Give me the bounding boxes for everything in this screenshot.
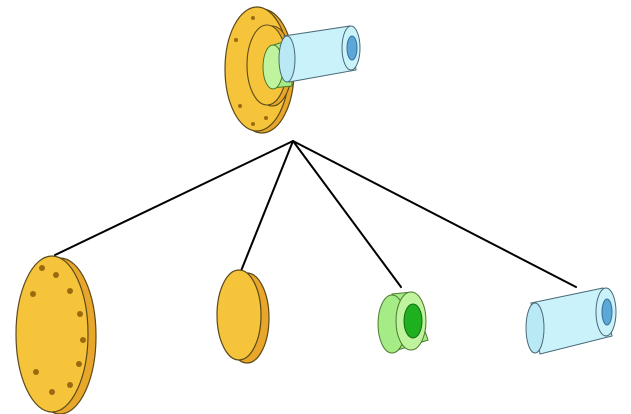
connector-to-tube bbox=[292, 140, 577, 288]
component-ring bbox=[377, 291, 429, 354]
component-flange bbox=[15, 255, 97, 414]
tree-connectors bbox=[54, 140, 577, 288]
connector-to-flange bbox=[54, 140, 294, 256]
component-spacer-disc bbox=[216, 269, 270, 364]
assembly-tube bbox=[278, 25, 361, 83]
connector-to-spacer-disc bbox=[240, 140, 294, 272]
flange-bolt-holes bbox=[30, 265, 86, 395]
component-tube bbox=[525, 287, 617, 355]
connector-to-ring bbox=[292, 140, 402, 288]
assembled-flange-part bbox=[224, 6, 361, 134]
